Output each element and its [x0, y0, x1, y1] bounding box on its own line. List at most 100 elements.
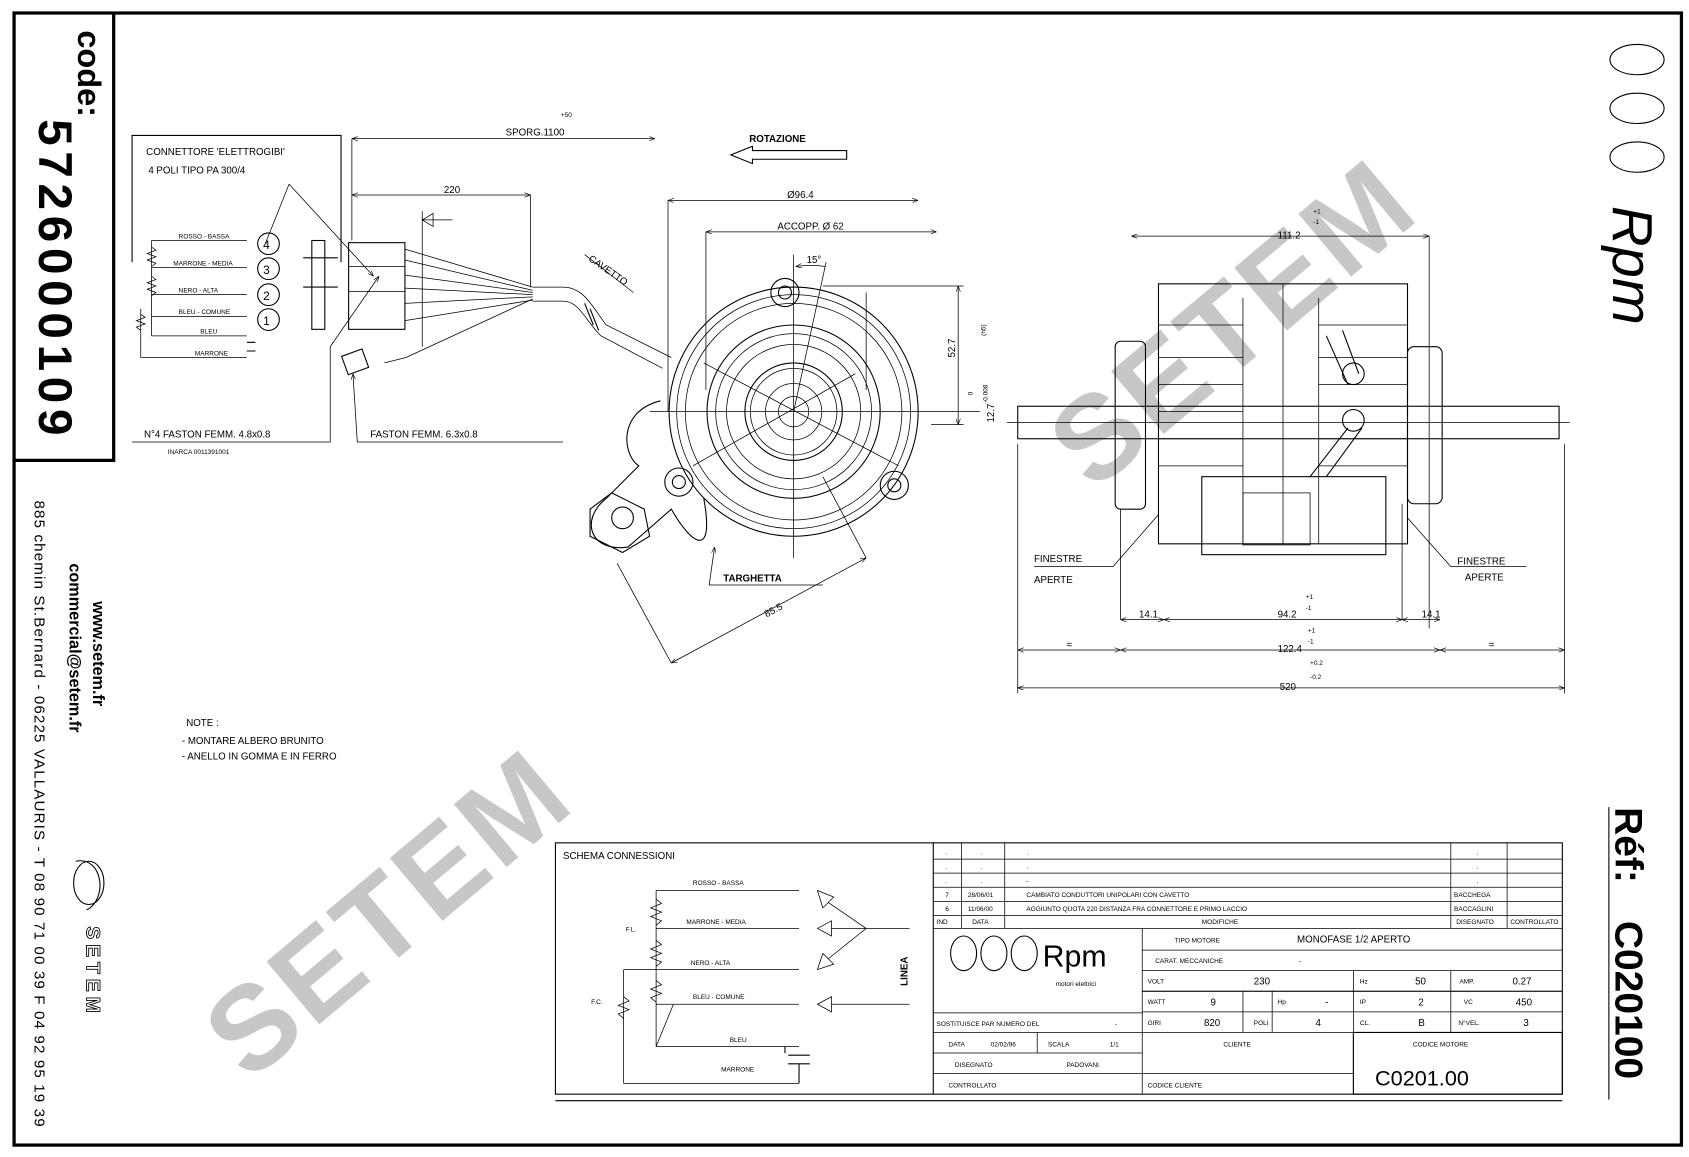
tol: +1 [1308, 628, 1316, 635]
tol: -0.008 [982, 384, 989, 403]
vc-label: VC [1464, 999, 1473, 1006]
sheet-border [12, 11, 1684, 1147]
hz-value: 50 [1415, 977, 1426, 988]
motor-front-view: Ø96.4 ACCOPP. Ø 62 15° 52.7 (h5) 12.7 0 … [589, 190, 997, 663]
controllato-label: CONTROLLATO [948, 1083, 996, 1090]
ip-value: 2 [1418, 997, 1423, 1008]
carat-value: - [1299, 958, 1301, 965]
title-block: SCHEMA CONNESSIONI ROSSO - BASSA MARRONE… [554, 842, 1563, 1102]
tipo-value: MONOFASE 1/2 APERTO [1297, 934, 1411, 945]
svg-text:DISEGNATO: DISEGNATO [1456, 919, 1494, 926]
cl-value: B [1418, 1018, 1424, 1029]
sostituisce-value: - [1115, 1021, 1117, 1028]
svg-text:.: . [1026, 864, 1028, 871]
tol: 0 [967, 391, 974, 395]
targhetta-label: TARGHETTA [723, 574, 782, 585]
address: 885 chemin St.Bernard - 06225 VALLAURIS … [31, 501, 48, 1127]
svg-text:2: 2 [263, 289, 270, 303]
dim-equal: = [1066, 640, 1072, 651]
rpm-logo-text: Rpm [1601, 206, 1664, 325]
rpm-logo-icon [1609, 43, 1665, 173]
pin-numbers: 4 3 2 1 [257, 232, 280, 331]
dim-angle: 15° [807, 255, 822, 266]
amp-value: 0.27 [1513, 977, 1532, 988]
finestre-left: FINESTRE [1034, 554, 1083, 565]
watermark: SETEM [1025, 133, 1441, 513]
finestre-right: FINESTRE [1457, 556, 1506, 567]
website: www.setem.fr [89, 600, 107, 707]
dim-14a: 14.1 [1139, 609, 1158, 620]
hp-value: - [1325, 997, 1328, 1008]
left-sidebar: code: 5726000109 www.setem.fr commercial… [28, 30, 107, 1126]
scala-value: 1/1 [1110, 1041, 1119, 1048]
code-label: code: [71, 30, 107, 117]
dim-52: 52.7 [947, 339, 958, 358]
hz-label: Hz [1360, 979, 1368, 986]
svg-text:.: . [1477, 878, 1479, 885]
aperte-right: APERTE [1465, 573, 1504, 584]
amp-label: AMP. [1459, 979, 1474, 986]
rpm-title-logo: Rpm motori elettrici [950, 935, 1107, 988]
dim-94: 94.2 [1278, 609, 1297, 620]
svg-text:1: 1 [263, 314, 270, 328]
sporg-dimension: SPORG.1100 [506, 127, 565, 138]
codice-motore-label: CODICE MOTORE [1413, 1041, 1469, 1048]
hp-label: Hp [1278, 999, 1287, 1006]
ip-label: IP [1360, 999, 1366, 1006]
wire-label: ROSSO - BASSA [179, 233, 230, 240]
title-logo-text: Rpm [1043, 940, 1107, 973]
cliente-label: CLIENTE [1223, 1041, 1251, 1048]
connection-schema: SCHEMA CONNESSIONI ROSSO - BASSA MARRONE… [563, 851, 910, 1084]
faston-1-label: FASTON FEMM. 6.3x0.8 [370, 430, 477, 441]
watermark: SETEM [180, 724, 596, 1104]
tol: -1 [1308, 638, 1314, 645]
svg-text:+50: +50 [561, 112, 572, 119]
tol: +1 [1313, 208, 1321, 215]
fc-label: F.C. [591, 999, 603, 1006]
tol: -0.2 [1310, 674, 1322, 681]
dim-14b: 14.1 [1422, 609, 1441, 620]
wire-label: BLEU - COMUNE [179, 309, 231, 316]
poli-label: POLI [1254, 1020, 1269, 1027]
tol: -1 [1313, 219, 1319, 226]
motor-side-view: 111.2 +1 -1 14.1 94.2 +1 -1 14.1 = 122.4… [1006, 208, 1570, 694]
svg-text:.: . [981, 864, 983, 871]
giri-label: GIRI [1148, 1020, 1162, 1027]
revision-row: .... [945, 850, 1479, 857]
dim-85: 85.5 [763, 602, 785, 621]
svg-text:DATA: DATA [972, 919, 989, 926]
schema-wire-label: MARRONE - MEDIA [686, 919, 746, 926]
schema-wire-label: MARRONE [721, 1066, 755, 1073]
disegnato-label: DISEGNATO [955, 1062, 993, 1069]
giri-value: 820 [1204, 1018, 1221, 1029]
scala-label: SCALA [1048, 1041, 1070, 1048]
svg-text:11/06/00: 11/06/00 [968, 906, 993, 913]
schema-wire-label: NERO - ALTA [691, 960, 731, 967]
svg-text:.: . [1477, 850, 1479, 857]
wire-label: BLEU [200, 329, 217, 336]
note-item: - MONTARE ALBERO BRUNITO [182, 736, 324, 747]
svg-text:IND: IND [937, 919, 948, 926]
dim-520: 520 [1280, 682, 1297, 693]
watt-value: 9 [1210, 997, 1215, 1008]
tol: -1 [1306, 605, 1312, 612]
inarca-label: INARCA 0011391001 [168, 449, 230, 456]
svg-text:CAMBIATO CONDUTTORI UNIPOLARI: CAMBIATO CONDUTTORI UNIPOLARI CON CAVETT… [1026, 892, 1189, 899]
setem-brand: SETEM [82, 926, 104, 1013]
svg-text:3: 3 [263, 263, 270, 277]
nvel-label: N°VEL. [1458, 1019, 1480, 1027]
code-value: 5726000109 [28, 119, 81, 435]
volt-label: VOLT [1148, 979, 1164, 986]
codice-motore-value: C0201.00 [1375, 1065, 1469, 1090]
data-value: 02/02/96 [991, 1041, 1017, 1048]
revision-row: .... [945, 864, 1479, 871]
cable-label: CAVETTO [586, 253, 630, 288]
carat-label: CARAT. MECCANICHE [1155, 958, 1224, 965]
title-logo-sub: motori elettrici [1056, 981, 1096, 988]
connector-subtitle: 4 POLI TIPO PA 300/4 [148, 165, 246, 176]
email: commercial@setem.fr [65, 563, 83, 733]
poli-value: 4 [1315, 1018, 1321, 1029]
watt-label: WATT [1148, 999, 1166, 1006]
codice-cliente-label: CODICE CLIENTE [1148, 1083, 1203, 1090]
